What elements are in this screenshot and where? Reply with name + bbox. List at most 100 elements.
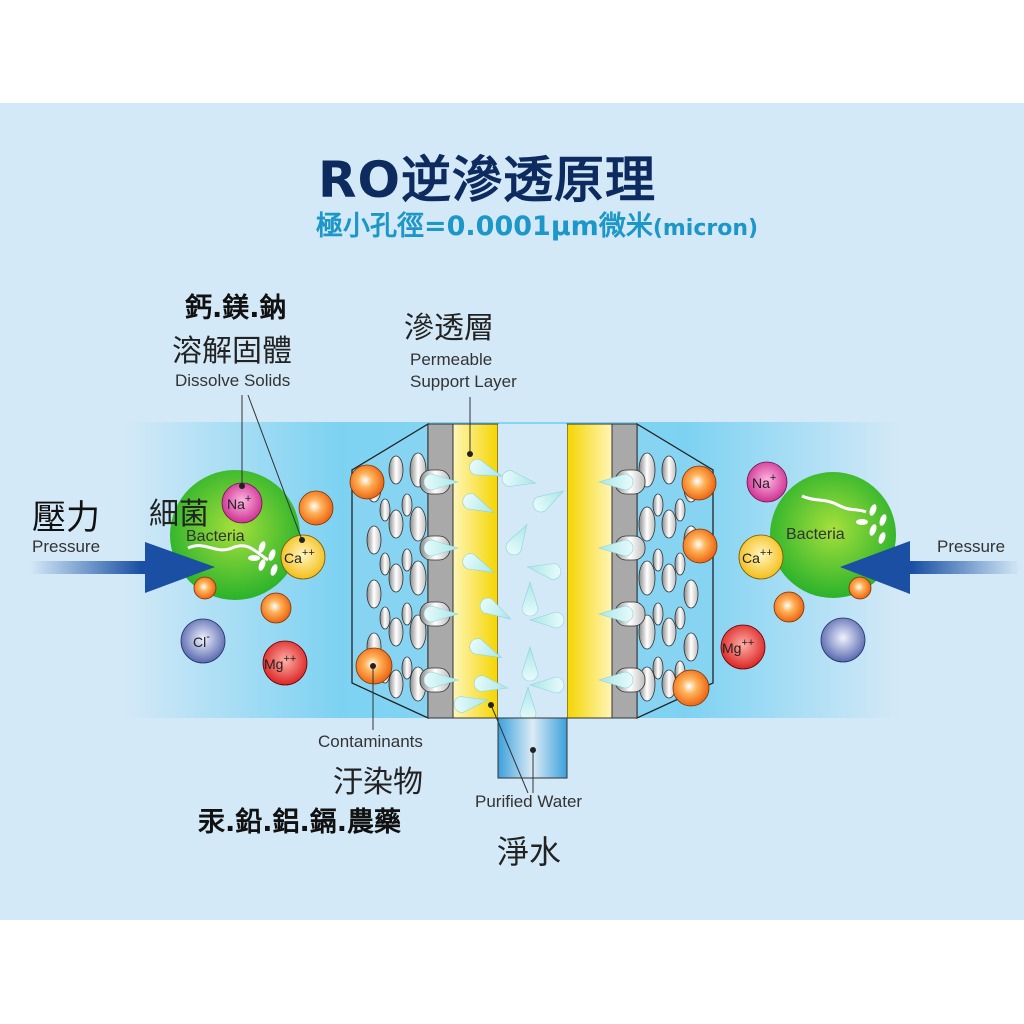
water-droplet-shape — [423, 605, 460, 623]
water-droplet-shape — [462, 553, 496, 574]
water-droplet — [473, 675, 509, 692]
membrane-pore — [683, 632, 699, 662]
purified-water-label-en: Purified Water — [475, 792, 583, 811]
svg-text:Ca++: Ca++ — [284, 547, 315, 566]
right-support-layer — [566, 423, 613, 719]
contaminant-particle — [298, 490, 334, 526]
water-droplet-shape — [528, 676, 565, 694]
contaminant-particle — [672, 669, 710, 707]
bacteria-left-spores — [248, 541, 278, 576]
membrane-pore — [661, 455, 677, 485]
bacteria-label-en-left: Bacteria — [186, 528, 245, 545]
contaminant-particle — [773, 591, 805, 623]
water-droplet-shape — [532, 490, 565, 513]
pressure-arrow-left — [30, 542, 215, 593]
water-droplet-shape — [462, 493, 496, 514]
membrane-pore — [638, 614, 656, 650]
water-droplet — [597, 539, 634, 557]
water-droplet — [528, 676, 565, 694]
membrane-pore — [652, 602, 664, 626]
water-droplet-shape — [469, 458, 503, 477]
water-droplet — [532, 490, 565, 513]
water-droplet-shape — [479, 597, 512, 620]
leader-lines — [241, 394, 534, 794]
ion-na-right: Na+ — [746, 461, 788, 503]
water-droplet — [521, 580, 539, 617]
water-droplet — [423, 671, 460, 689]
water-droplet-shape — [597, 605, 634, 623]
membrane-pore — [661, 617, 677, 647]
ion-cl-left: Cl- — [180, 618, 226, 664]
membrane-pore — [401, 548, 413, 572]
svg-text:Cl-: Cl- — [193, 631, 210, 650]
ion-cl-right — [820, 617, 866, 663]
membrane-pore — [638, 506, 656, 542]
membrane-pore — [366, 525, 382, 555]
membrane-pore — [379, 606, 391, 630]
pressure-label-en-right: Pressure — [937, 537, 1006, 556]
water-droplet — [505, 523, 528, 556]
bacteria-label-en-right: Bacteria — [786, 526, 845, 543]
membrane-pore — [638, 560, 656, 596]
water-droplet — [462, 553, 496, 574]
water-droplet-shape — [521, 645, 539, 682]
contaminant-particle — [193, 576, 217, 600]
water-droplet — [469, 638, 503, 659]
page-title: RO逆滲透原理 — [318, 151, 657, 209]
membrane-pore — [379, 552, 391, 576]
support-layer-label-zh: 滲透層 — [404, 311, 494, 346]
pressure-label-zh: 壓力 — [32, 498, 100, 538]
svg-text:Na+: Na+ — [752, 472, 776, 491]
contaminants-label-en: Contaminants — [318, 732, 423, 751]
membrane-pore — [652, 656, 664, 680]
water-droplet — [469, 458, 503, 477]
contaminant-particle — [349, 464, 385, 500]
pressure-label-en-left: Pressure — [32, 537, 101, 556]
water-droplet — [528, 611, 565, 629]
dissolved-solids-label-en: Dissolve Solids — [175, 371, 291, 390]
water-droplet-shape — [597, 473, 634, 491]
water-droplet — [423, 473, 460, 491]
membrane-pore — [388, 617, 404, 647]
water-droplet-shape — [423, 539, 460, 557]
svg-text:Ca++: Ca++ — [742, 547, 773, 566]
water-droplet — [501, 470, 537, 487]
water-droplet — [423, 539, 460, 557]
leader-dots — [239, 451, 536, 753]
dissolved-solids-label-zh: 溶解固體 — [172, 334, 292, 369]
water-droplet-shape — [423, 671, 460, 689]
bacteria-right-flagellum — [801, 494, 867, 514]
ion-na-left: Na+ — [221, 482, 263, 524]
membrane-pore — [409, 614, 427, 650]
ion-ca-left: Ca++ — [280, 534, 326, 580]
membrane-pore — [401, 493, 413, 517]
water-droplet-shape — [501, 470, 537, 487]
water-droplet — [526, 563, 562, 580]
membrane-pore — [388, 509, 404, 539]
ion-mg-right: Mg++ — [720, 624, 766, 670]
pore-size-subtitle: 極小孔徑=0.0001μm微米(micron) — [316, 204, 758, 243]
membrane-pore — [409, 506, 427, 542]
membrane-pore — [379, 498, 391, 522]
contaminant-particle — [682, 528, 718, 564]
water-droplet — [423, 605, 460, 623]
contaminants-label-zh: 汙染物 — [333, 765, 423, 800]
membrane-pore — [674, 552, 686, 576]
bacteria-right-spores — [856, 504, 887, 544]
water-droplet-shape — [505, 523, 528, 556]
water-droplet — [521, 645, 539, 682]
water-droplet-shape — [473, 675, 509, 692]
water-droplet-shape — [521, 580, 539, 617]
membrane-pore — [401, 602, 413, 626]
water-droplet — [597, 473, 634, 491]
dissolved-solids-elements: 鈣.鎂.鈉 — [185, 293, 287, 324]
water-droplet-shape — [469, 638, 503, 659]
water-droplet — [462, 493, 496, 514]
bacteria-left-flagellum — [187, 544, 269, 562]
water-droplet — [479, 597, 512, 620]
membrane-pore — [401, 656, 413, 680]
svg-text:Mg++: Mg++ — [264, 653, 296, 672]
membrane-pore — [674, 606, 686, 630]
contaminant-particle — [848, 576, 872, 600]
